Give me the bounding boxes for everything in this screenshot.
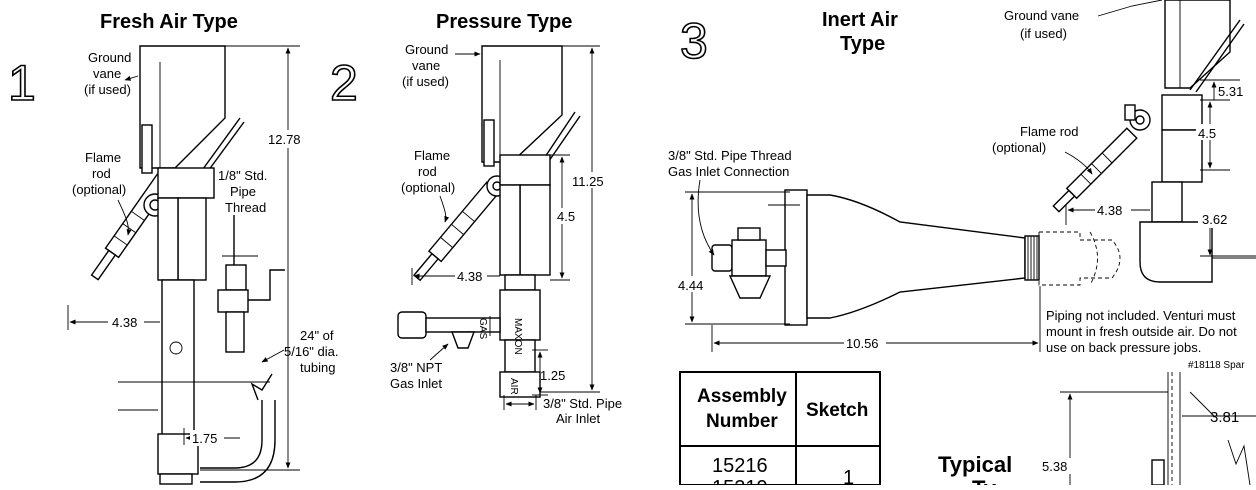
tubing-label-1b: 5/16" dia. [284,344,339,359]
flame-rod-label-2b: rod [418,164,437,179]
gas-inlet-label-2: 3/8" NPT [390,360,442,375]
typical-dim-width: 3.81 [1210,409,1239,426]
table-cell-assembly-2: 15219 [712,477,768,485]
flame-rod-label-1: Flame [85,150,121,165]
note-line-2: mount in fresh outside air. Do not [1046,324,1237,339]
air-mark-2: AIR [508,378,519,395]
flame-rod-label-2: Flame [414,148,450,163]
dim-tee-1: 1.75 [192,431,217,446]
table-header-number: Number [706,411,778,432]
gas-inlet-label-3b: Gas Inlet Connection [668,164,789,179]
ground-vane-label-2b: vane [412,58,440,73]
dim-width-3: 4.38 [1097,203,1122,218]
ground-vane-label-2: Ground [405,42,448,57]
pipe-fitting-1 [217,215,285,353]
table-header-sketch: Sketch [806,400,868,421]
ground-vane-label-3: Ground vane [1004,8,1079,23]
sketch-1-title: Fresh Air Type [100,11,238,33]
typical-sketch: Typical Ty 5.38 3.81 #18118 Spar [938,360,1256,490]
note-line-3: use on back pressure jobs. [1046,340,1201,355]
dim-height-2: 11.25 [572,174,604,189]
ground-vane-1 [139,45,226,169]
flame-rod-label-3: Flame rod [1020,124,1079,139]
venturi-3 [784,189,1256,326]
typical-label: Typical [938,452,1012,477]
dim-mid-2: 4.5 [557,209,575,224]
sketch-3-inert-air: 3 Inert Air Type Ground vane (if used) [668,0,1256,355]
burner-body-2 [499,154,551,398]
dim-length-3: 10.56 [846,336,879,351]
typical-dim-height: 5.38 [1042,459,1067,474]
sketch-1-fresh-air: 1 Fresh Air Type Ground vane (if used) [7,11,339,485]
dim-width-1: 4.38 [112,315,137,330]
gas-mark-2: GAS [477,318,488,339]
sketch-2-number: 2 [330,55,358,111]
pipe-thread-label-1c: Thread [225,200,266,215]
note-line-1: Piping not included. Venturi must [1046,308,1236,323]
dim-width-2: 4.38 [457,269,482,284]
typical-spare-label: #18118 Spar [1188,360,1245,371]
flame-rod-label-2c: (optional) [401,180,455,195]
sketch-3-number: 3 [680,13,708,69]
ground-vane-label-1c: (if used) [84,82,131,97]
table-cell-sketch: 1 [843,467,854,485]
air-inlet-label-2: 3/8" Std. Pipe [543,396,622,411]
ground-vane-label-1: Ground [88,50,131,65]
ground-vane-label-1b: vane [93,66,121,81]
flame-rod-label-3b: (optional) [992,140,1046,155]
dim-mid-3: 4.5 [1198,126,1216,141]
pipe-thread-label-1: 1/8" Std. [218,168,267,183]
sketch-2-pressure: 2 Pressure Type Ground vane (if used) Fl… [329,11,622,426]
table-header-assembly: Assembly [697,386,787,407]
sketch-3-title-b: Type [840,33,885,55]
dim-height-3: 4.44 [678,278,703,293]
gas-inlet-2 [397,311,501,349]
dim-height-1: 12.78 [268,132,301,147]
body-mark-2: MAXON [512,318,523,355]
flame-rod-label-1c: (optional) [72,182,126,197]
air-inlet-label-2b: Air Inlet [556,411,600,426]
typical-label-2: Ty [972,476,997,485]
gas-valve-3 [711,204,800,299]
sketch-2-title: Pressure Type [436,11,572,33]
gas-inlet-label-3: 3/8" Std. Pipe Thread [668,148,792,163]
pipe-thread-label-1b: Pipe [230,184,256,199]
flame-rod-label-1b: rod [92,166,111,181]
dim-bottom-2: 1.25 [540,368,565,383]
sketch-3-title: Inert Air [822,9,898,31]
ground-vane-2 [481,45,563,163]
dim-top-3: 5.31 [1218,84,1243,99]
ground-vane-label-2c: (if used) [402,74,449,89]
gas-inlet-label-2b: Gas Inlet [390,376,442,391]
sketch-1-number: 1 [8,55,36,111]
ground-vane-3 [1164,0,1231,89]
table-cell-assembly: 15216 [712,455,768,477]
burner-body-3 [1052,19,1245,283]
ground-vane-label-3b: (if used) [1020,26,1067,41]
tubing-label-1c: tubing [300,360,335,375]
dim-side-3: 3.62 [1202,212,1227,227]
assembly-table: Assembly Number Sketch 15216 1 15219 [679,371,881,490]
tubing-label-1: 24" of [300,328,334,343]
